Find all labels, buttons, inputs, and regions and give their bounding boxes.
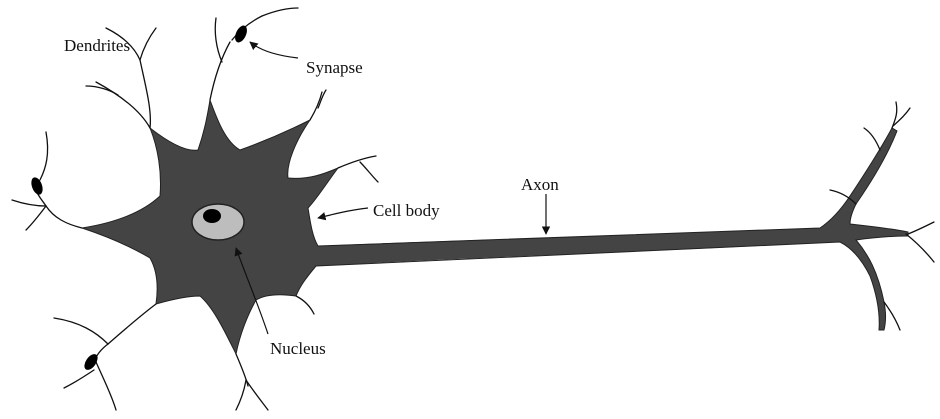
label-nucleus: Nucleus <box>270 340 326 357</box>
label-dendrites: Dendrites <box>64 37 130 54</box>
label-synapse: Synapse <box>306 59 363 76</box>
synapse-terminal-top <box>233 24 250 45</box>
label-axon: Axon <box>521 176 559 193</box>
label-cell-body: Cell body <box>373 202 440 219</box>
nucleus <box>192 204 244 240</box>
cell-body-pointer <box>318 208 368 218</box>
synapse-pointer <box>250 42 298 58</box>
nucleolus <box>203 209 221 223</box>
synapse-terminal-left <box>29 176 45 196</box>
